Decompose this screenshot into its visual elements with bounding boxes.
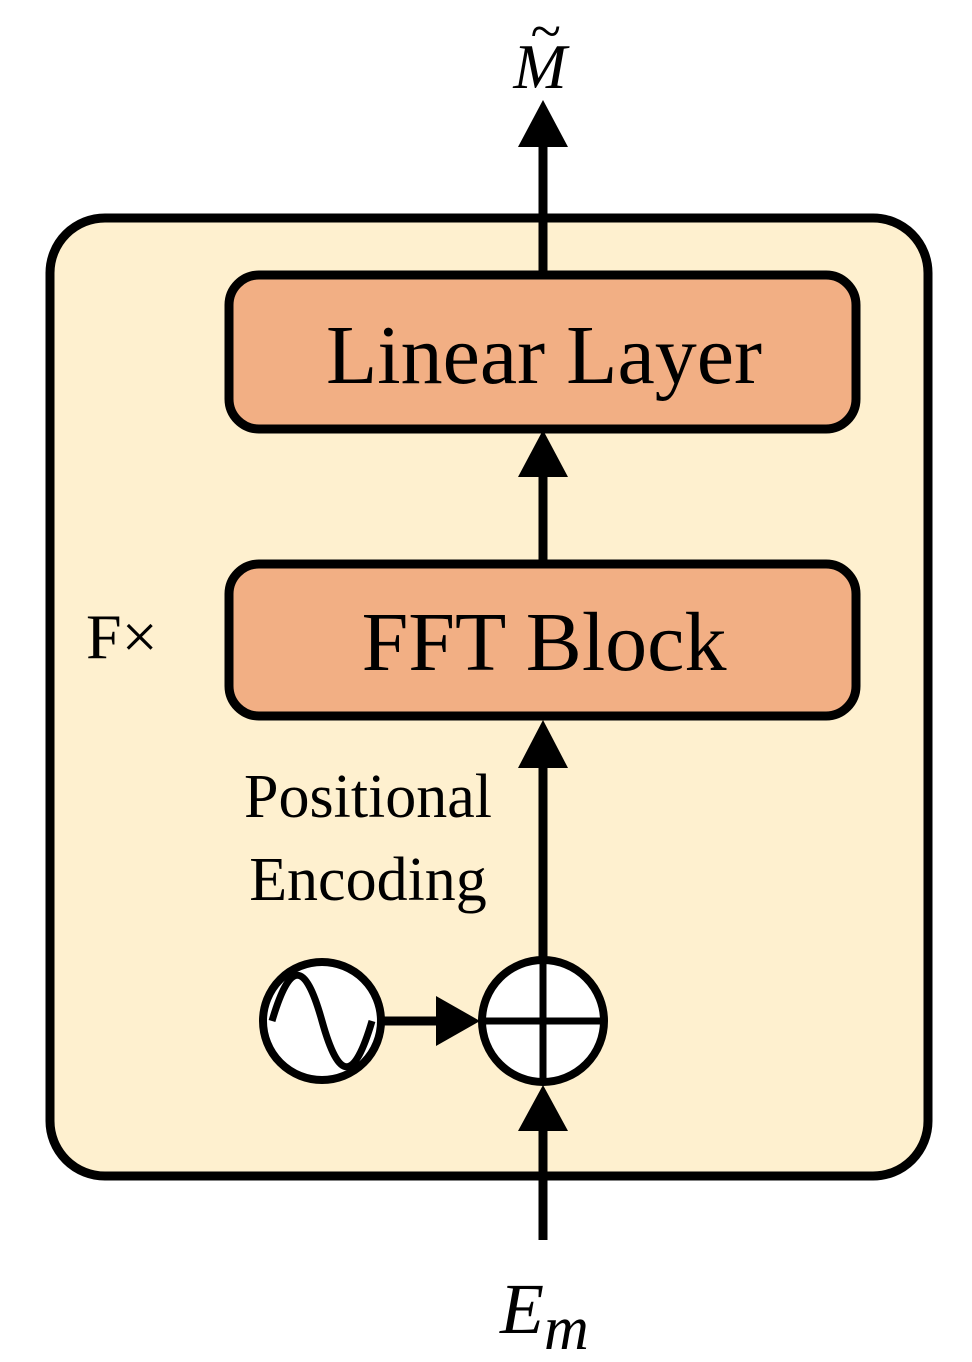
arrow-sine-to-adder bbox=[381, 996, 480, 1046]
arrow-input-to-adder bbox=[518, 1085, 568, 1240]
circled-plus-icon bbox=[478, 956, 608, 1086]
linear-layer-block: Linear Layer bbox=[224, 270, 861, 434]
sine-wave-icon bbox=[259, 958, 385, 1084]
fft-block-box bbox=[224, 559, 861, 721]
linear-layer-label: Linear Layer bbox=[326, 309, 762, 402]
svg-text:Em: Em bbox=[499, 1269, 589, 1362]
positional-encoding-label-line2: Encoding bbox=[249, 846, 487, 914]
positional-encoding-label-line1: Positional bbox=[244, 763, 492, 831]
output-label: ~ M bbox=[512, 1, 570, 102]
fft-block-label: FFT Block bbox=[362, 596, 727, 689]
fft-block: FFT Block bbox=[224, 559, 861, 721]
output-symbol-tilde: ~ bbox=[530, 1, 560, 63]
arrow-linear-to-output bbox=[518, 100, 568, 271]
output-symbol: M bbox=[512, 31, 570, 102]
linear-layer-box bbox=[224, 270, 861, 434]
input-subscript: m bbox=[544, 1295, 589, 1362]
arrow-fft-to-linear bbox=[518, 430, 568, 560]
input-label: Em bbox=[499, 1269, 589, 1362]
repeat-count-label: F× bbox=[86, 601, 158, 672]
arrow-adder-to-fft bbox=[518, 720, 568, 960]
input-symbol: E bbox=[499, 1269, 544, 1349]
